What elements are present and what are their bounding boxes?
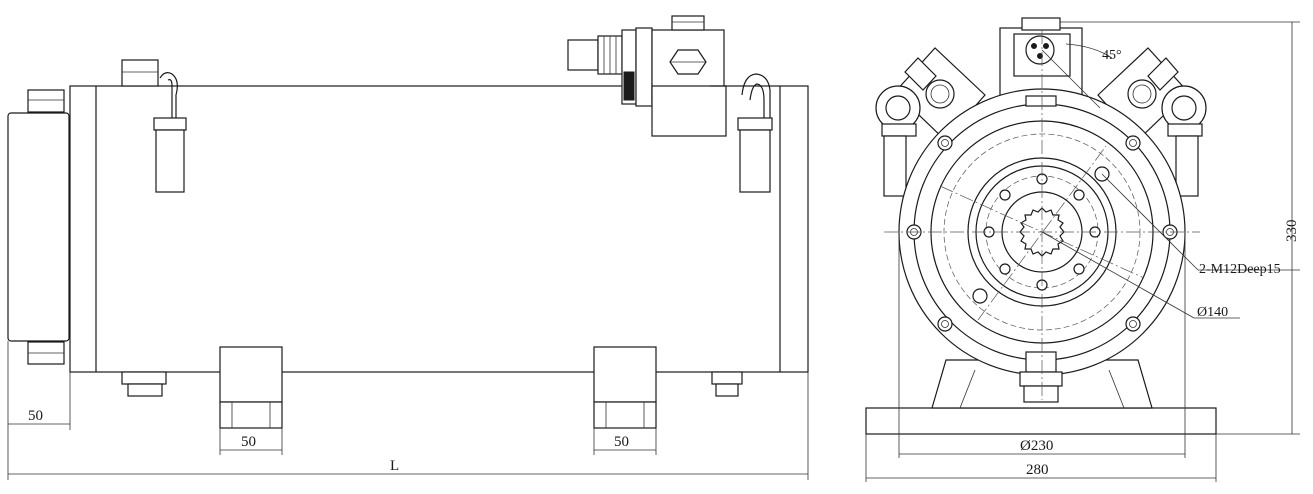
left-flange-top-nut bbox=[27, 89, 65, 113]
front-dimensions: 45° 330 2-M12Deep15 Ø140 Ø230 280 bbox=[865, 21, 1300, 482]
dim-flange-width: 50 bbox=[28, 408, 43, 424]
dim-foot-right: 50 bbox=[614, 434, 629, 450]
left-flange bbox=[7, 112, 70, 342]
dim-bolt-circle: Ø140 bbox=[1197, 305, 1228, 320]
left-lifting-eye bbox=[153, 72, 187, 193]
dim-tapped-holes: 2-M12Deep15 bbox=[1199, 262, 1281, 277]
dim-total-length: L bbox=[390, 458, 399, 474]
dim-angle: 45° bbox=[1102, 48, 1122, 63]
front-lifting-eye-right bbox=[1161, 85, 1207, 197]
side-view: 50 50 50 L bbox=[7, 15, 809, 480]
base-plate bbox=[865, 407, 1217, 435]
dim-base-width: 280 bbox=[1026, 462, 1049, 478]
outer-bolts bbox=[906, 135, 1178, 332]
front-view: 45° 330 2-M12Deep15 Ø140 Ø230 280 bbox=[865, 17, 1300, 482]
dim-foot-left: 50 bbox=[241, 434, 256, 450]
foot-right bbox=[593, 346, 657, 429]
side-dimensions: 50 50 50 L bbox=[7, 341, 809, 480]
foot-left bbox=[219, 346, 283, 429]
front-lifting-eye-left bbox=[875, 85, 921, 197]
connector-assembly bbox=[567, 15, 727, 137]
dim-outer-diameter: Ø230 bbox=[1020, 438, 1053, 454]
right-lifting-eye bbox=[737, 73, 773, 193]
dim-height: 330 bbox=[1284, 220, 1300, 243]
